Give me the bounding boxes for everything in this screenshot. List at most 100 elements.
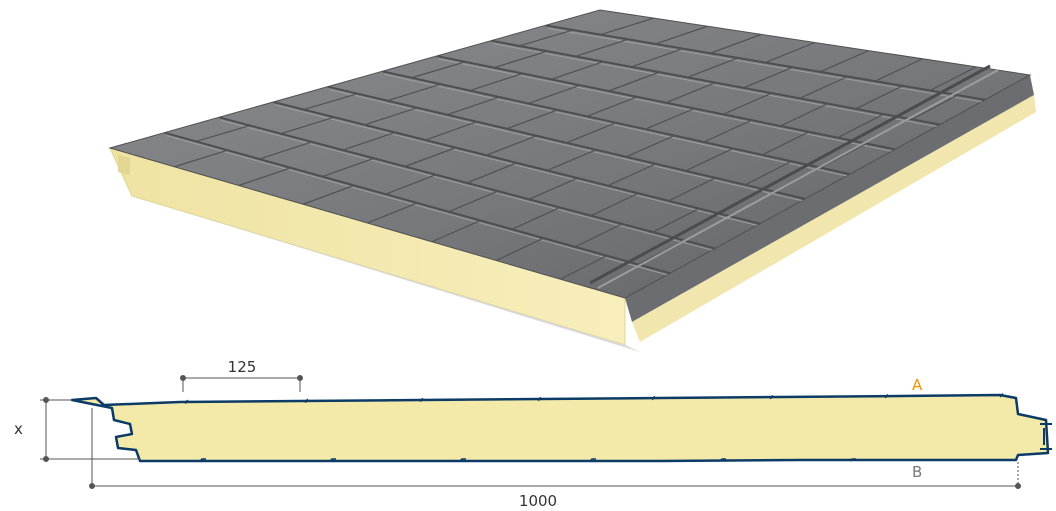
- tile-joint-line: [710, 33, 762, 54]
- tile-joint-line: [874, 58, 923, 82]
- tile-joint-line: [722, 92, 772, 115]
- profile-bottom-steps: [199, 458, 856, 462]
- tile-joint-line: [600, 17, 654, 36]
- tile-joint-line: [448, 190, 499, 213]
- tile-joint-line: [446, 96, 500, 116]
- tile-joint-line: [342, 131, 396, 151]
- panel-3d-render: [108, 9, 1036, 352]
- tile-joint-line: [511, 206, 561, 230]
- tile-course-highlight: [220, 119, 718, 252]
- bottom-rib-notch: [199, 458, 206, 462]
- tile-joint-line: [528, 84, 581, 105]
- bottom-rib-notch: [719, 458, 726, 462]
- tile-joint-line: [322, 157, 375, 178]
- tile-joint-line: [560, 255, 608, 280]
- tile-joint-line: [631, 48, 684, 68]
- tile-joint-line: [238, 167, 292, 187]
- panel-seam: [589, 64, 991, 285]
- tile-joint-line: [466, 162, 517, 184]
- overall-width-label: 1000: [519, 492, 557, 510]
- tile-step-notch: [304, 398, 309, 404]
- tile-joint-line: [652, 207, 700, 233]
- tile-joint-line: [259, 141, 313, 160]
- tile-joint-line: [645, 107, 695, 130]
- tile-joint-line: [590, 192, 639, 217]
- tile-joint-line: [469, 72, 523, 92]
- bottom-rib-notch: [589, 458, 596, 462]
- tile-joint-line: [703, 119, 753, 143]
- tile-joint-line: [303, 93, 358, 111]
- tile-joint-line: [655, 25, 708, 45]
- profile-right-tongue: [1040, 423, 1052, 450]
- tile-joint-line: [819, 50, 869, 73]
- tile-joint-line: [574, 223, 623, 248]
- tile-joint-line: [431, 219, 481, 243]
- tile-joint-line: [745, 160, 792, 186]
- tile-joint-line: [493, 50, 548, 69]
- tile-joint-line: [566, 122, 617, 144]
- panel-right-foam: [632, 95, 1036, 342]
- bottom-rib-notch: [459, 458, 466, 462]
- tile-joint-line: [668, 177, 716, 202]
- tile-joint-line: [551, 61, 604, 80]
- tile-course-highlight: [329, 89, 808, 203]
- dimension-annotations: [40, 375, 1021, 489]
- tile-joint-line: [929, 66, 977, 92]
- tile-step-notch: [184, 399, 189, 405]
- tile-course-highlight: [166, 135, 673, 277]
- tile-joint-line: [586, 96, 638, 117]
- tile-joint-line: [387, 83, 441, 102]
- tile-joint-line: [506, 109, 558, 130]
- panel-tongue-edge: [118, 155, 130, 175]
- tile-step-notch: [537, 396, 542, 402]
- tile-step-notch: [651, 395, 656, 401]
- tile-joint-line: [364, 107, 418, 126]
- tile-joint-line: [799, 75, 848, 99]
- tile-course-highlight: [493, 43, 943, 129]
- tile-joint-line: [765, 41, 816, 64]
- tile-joint-line: [911, 94, 958, 120]
- tile-joint-line: [743, 66, 793, 89]
- tile-joint-line: [404, 147, 457, 168]
- tile-joint-line: [607, 163, 657, 187]
- tile-joint-line: [195, 124, 251, 143]
- tile-joint-line: [528, 177, 578, 200]
- tile-joint-line: [837, 113, 885, 139]
- tile-joint-line: [486, 135, 537, 156]
- tile-joint-line: [685, 147, 734, 172]
- tile-step-notch: [769, 394, 774, 400]
- pitch-label: 125: [228, 358, 257, 376]
- tile-course-highlight: [438, 58, 898, 153]
- tile-joint-line: [495, 237, 544, 262]
- tile-joint-line: [302, 184, 355, 205]
- tile-joint-line: [280, 116, 335, 135]
- panel-bottom-sheet: [132, 196, 640, 352]
- profile-top-steps: [184, 393, 1004, 405]
- tile-joint-line: [174, 149, 228, 168]
- tile-joint-line: [625, 135, 675, 158]
- tile-course-highlight: [547, 27, 988, 104]
- tile-joint-line: [855, 85, 903, 110]
- tile-joint-line: [411, 61, 466, 79]
- panel-end-rib: [625, 75, 1034, 322]
- tile-step-notch: [419, 397, 424, 403]
- tile-joint-line: [608, 71, 660, 92]
- face-a-label: A: [912, 376, 923, 394]
- profile-foam-core: [70, 393, 1050, 463]
- tile-joint-line: [665, 82, 716, 104]
- cross-section-profile: [70, 393, 1052, 463]
- tile-joint-line: [518, 29, 574, 47]
- tile-joint-line: [780, 103, 829, 127]
- bottom-rib-notch: [329, 458, 336, 462]
- bottom-rib-notch: [849, 458, 856, 462]
- tile-joint-line: [687, 57, 739, 78]
- tile-joint-line: [385, 174, 437, 195]
- tile-joint-line: [762, 131, 810, 156]
- tile-grid: [164, 17, 988, 280]
- tile-joint-line: [425, 121, 478, 141]
- tile-step-notch: [884, 394, 889, 399]
- tile-joint-line: [546, 149, 597, 171]
- tile-joint-line: [575, 38, 629, 57]
- tile-course-highlight: [275, 104, 763, 228]
